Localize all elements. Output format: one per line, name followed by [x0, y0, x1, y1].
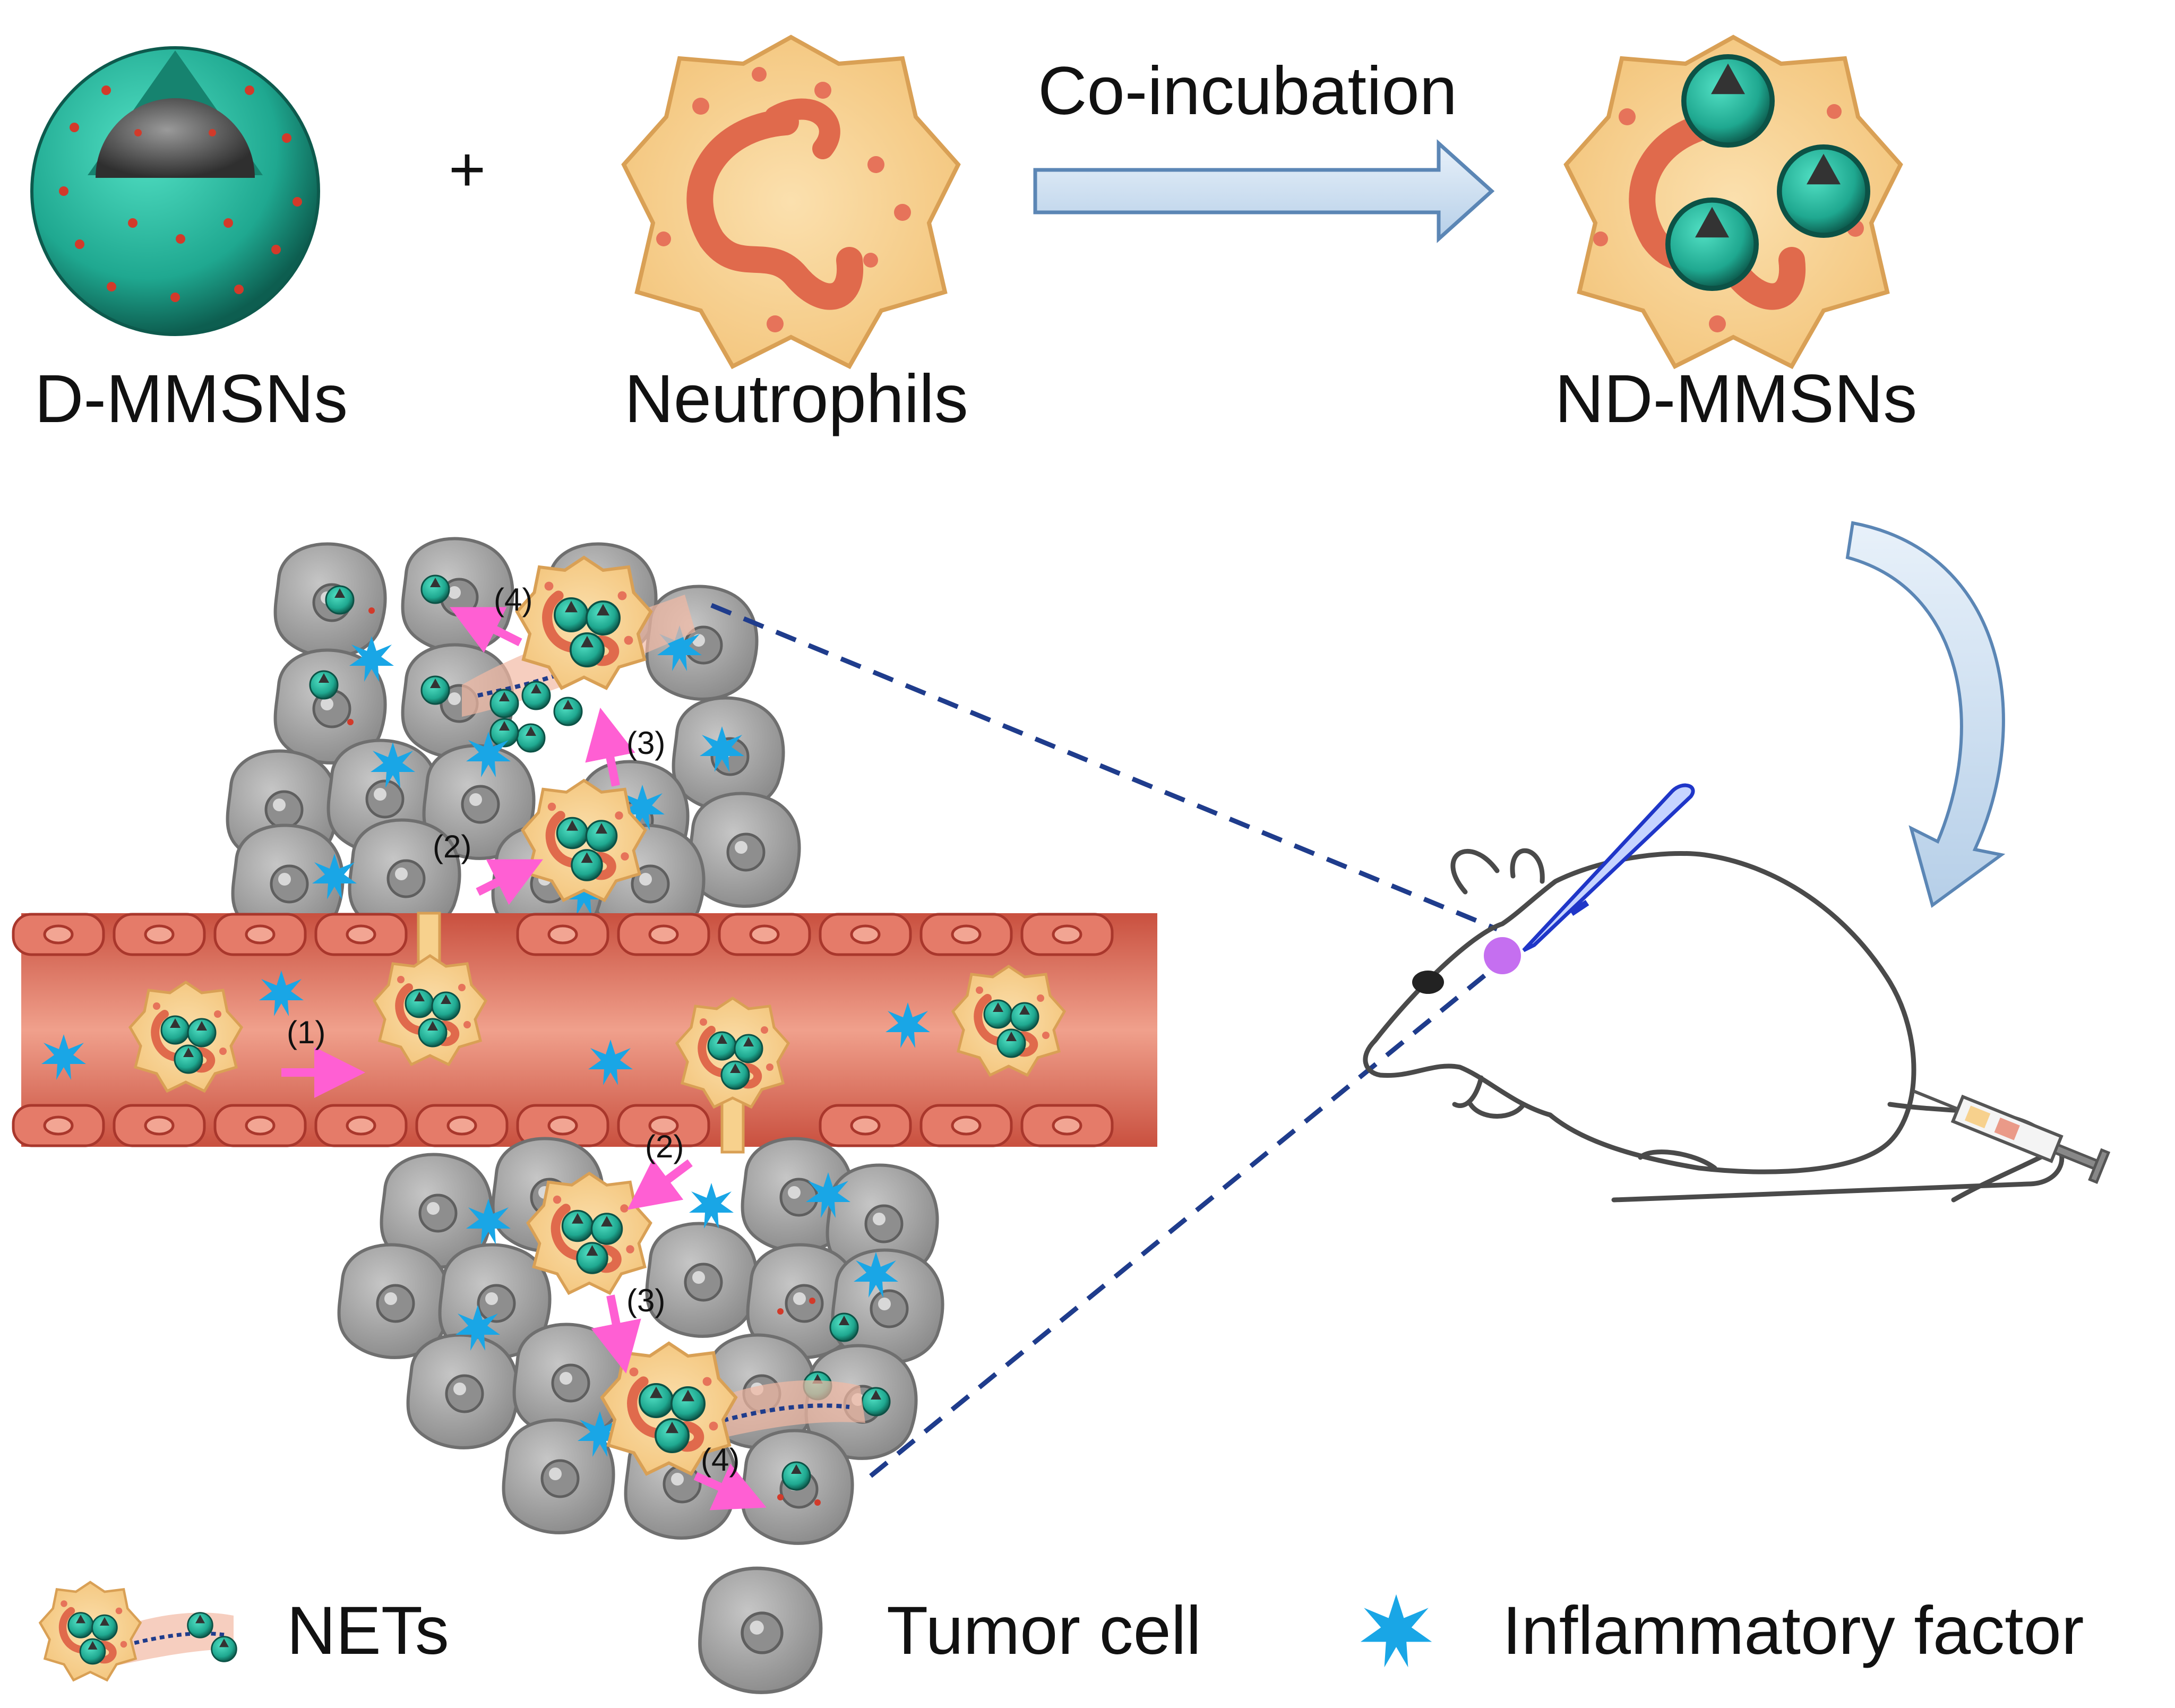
tumor-site-marker: [1484, 937, 1521, 974]
legend-inflammatory-factor-icon: [1360, 1594, 1432, 1668]
injection-curved-arrow: [1845, 521, 2006, 908]
d-mmsns-particle: [30, 46, 320, 336]
syringe-icon: [1913, 1089, 2111, 1184]
zoom-line-bottom: [869, 959, 1504, 1478]
legend-tumor-cell-icon: [700, 1568, 821, 1693]
step-3-upper: (3): [626, 725, 665, 761]
blood-vessel: [13, 912, 1157, 1154]
step-2-lower: (2): [645, 1129, 684, 1164]
legend-tumor-cell-label: Tumor cell: [887, 1593, 1201, 1669]
lower-tumor-cluster: [339, 1138, 943, 1543]
legend-inflammatory-factor-label: Inflammatory factor: [1502, 1593, 2084, 1669]
legend-nets-label: NETs: [287, 1593, 449, 1669]
d-mmsns-label: D-MMSNs: [35, 361, 348, 437]
co-incubation-label: Co-incubation: [1038, 53, 1457, 129]
nd-mmsns-cell: [1563, 35, 1903, 370]
step-4-upper: (4): [494, 582, 532, 617]
step-2-upper: (2): [433, 829, 471, 864]
co-incubation-arrow: [1033, 139, 1495, 243]
forceps-icon: [1522, 783, 1695, 952]
nd-mmsns-label: ND-MMSNs: [1555, 361, 1918, 437]
zoom-line-top: [710, 603, 1498, 932]
upper-tumor-cluster: [228, 538, 799, 938]
mouse-illustration: [1363, 848, 2065, 1203]
step-3-lower: (3): [626, 1283, 665, 1318]
neutrophils-label: Neutrophils: [624, 361, 968, 437]
neutrophil-cell: [621, 35, 961, 370]
legend-nets-icon: [40, 1582, 237, 1680]
step-1: (1): [287, 1015, 325, 1050]
step-4-lower: (4): [701, 1442, 740, 1478]
mouse-eye: [1412, 971, 1444, 994]
plus-sign: +: [449, 134, 486, 205]
